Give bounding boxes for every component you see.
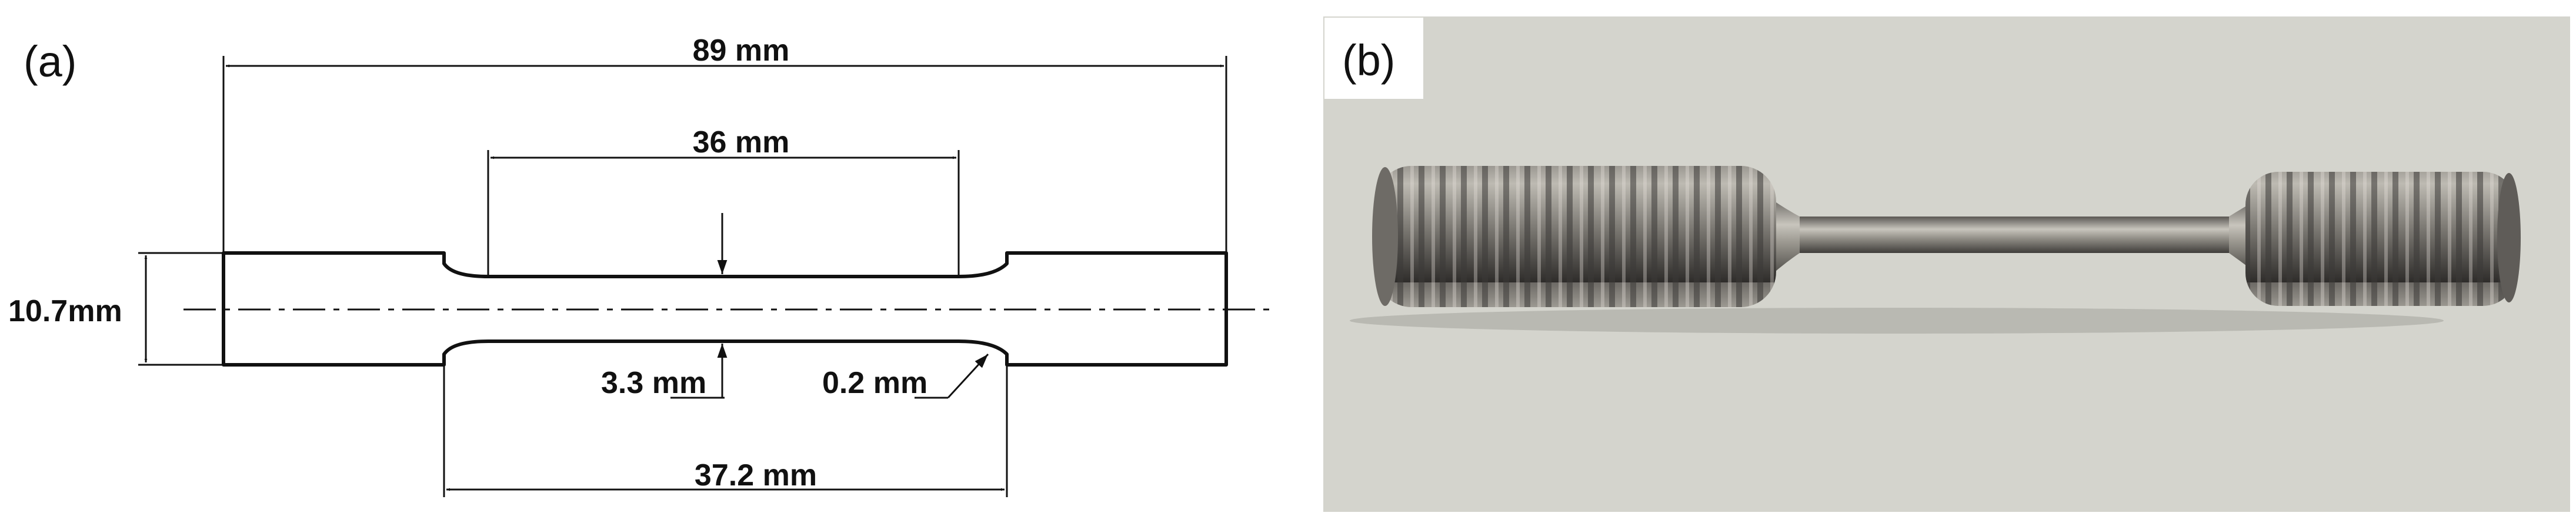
left-threaded-grip — [1372, 166, 1800, 307]
panel-b-label-box — [1324, 18, 1423, 99]
right-threaded-grip — [2229, 172, 2521, 306]
gauge-length-dimension: 36 mm — [487, 125, 960, 275]
specimen-shadow — [1350, 308, 2444, 334]
gauge-rod — [1782, 217, 2247, 253]
overall-length-dimension: 89 mm — [222, 34, 1227, 253]
grip-diameter-dimension: 10.7mm — [8, 252, 223, 366]
panel-b: (b) — [1323, 16, 2570, 512]
specimen-outline — [222, 251, 1228, 367]
fillet-radius-label: 0.2 mm — [822, 366, 927, 400]
grip-diameter-label: 10.7mm — [8, 294, 122, 328]
panel-a: (a) 89 mm 36 mm 37.2 mm — [8, 34, 1277, 497]
panel-b-label: (b) — [1342, 36, 1395, 85]
fillet-radius-dimension: 0.2 mm — [822, 353, 989, 400]
gauge-diameter-label: 3.3 mm — [601, 366, 706, 400]
overall-length-label: 89 mm — [693, 34, 790, 68]
reduced-section-label: 37.2 mm — [695, 458, 817, 492]
gauge-length-label: 36 mm — [693, 125, 790, 159]
reduced-section-dimension: 37.2 mm — [443, 366, 1008, 497]
gauge-diameter-dimension: 3.3 mm — [601, 213, 728, 400]
panel-a-label: (a) — [24, 37, 76, 86]
